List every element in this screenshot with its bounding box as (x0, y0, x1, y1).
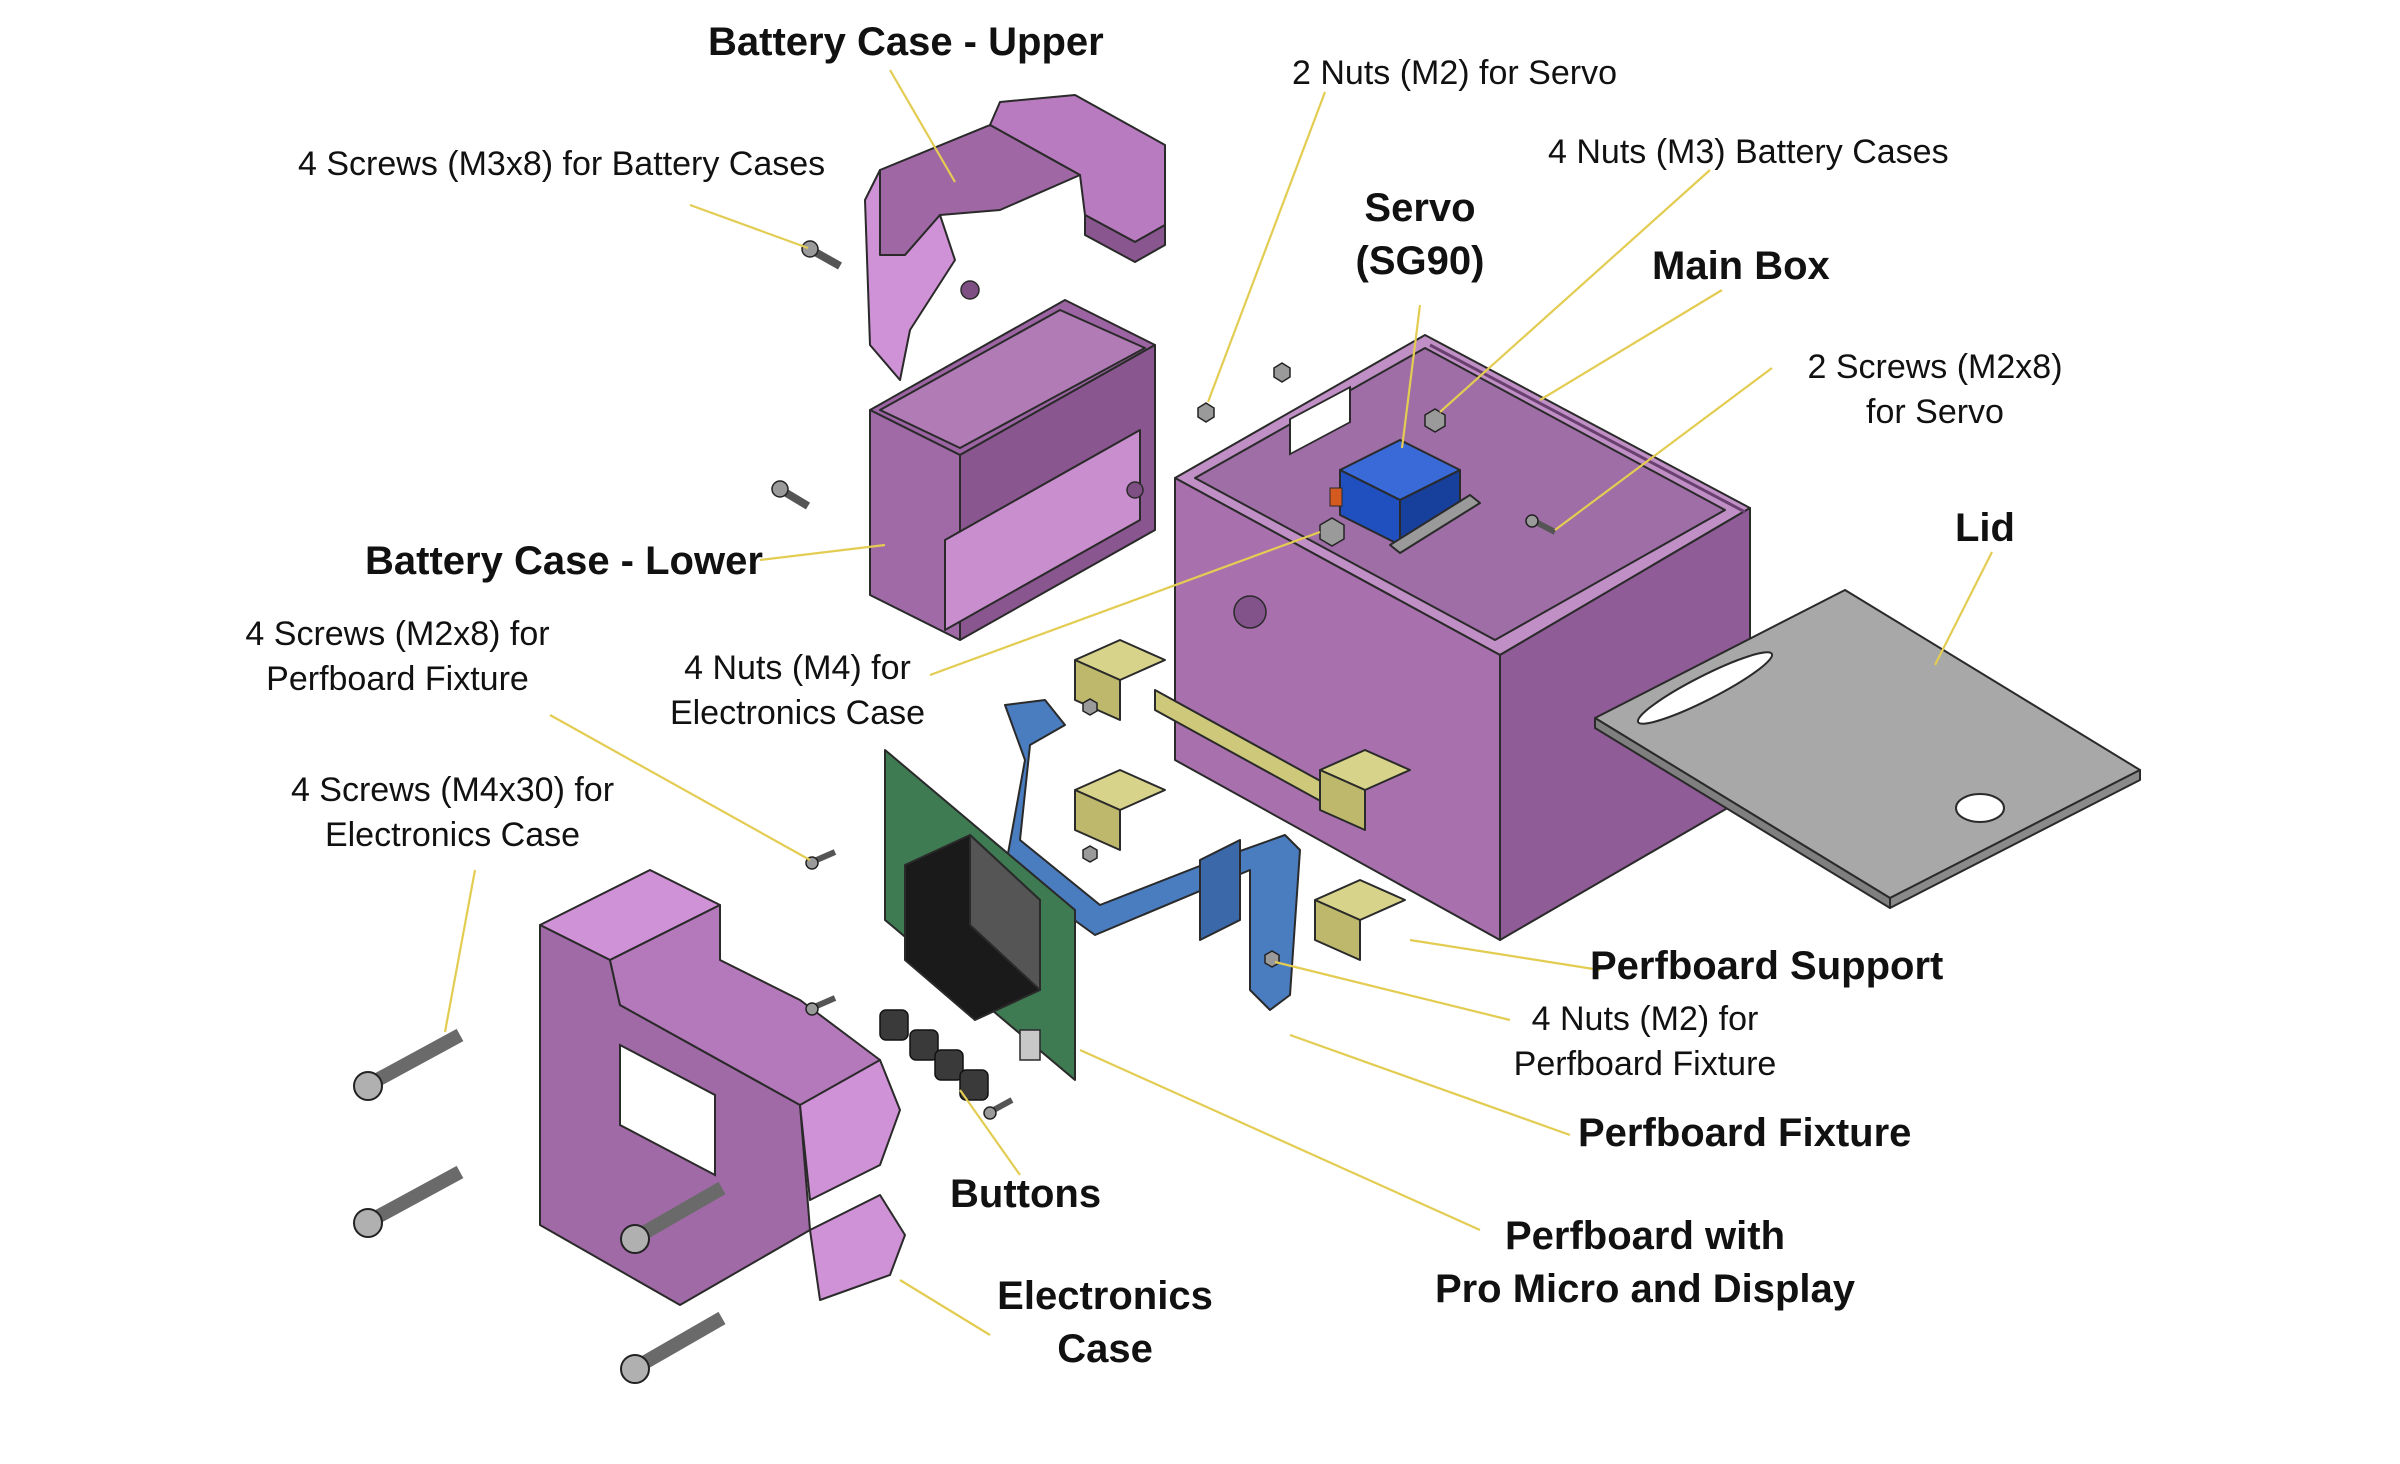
label-servo-line2: (SG90) (1355, 238, 1485, 283)
label-perfboard-support: Perfboard Support (1590, 944, 1944, 988)
label-perfboard-with-line1: Perfboard with (1504, 1214, 1786, 1258)
label-electronics-case-line2: Case (1057, 1326, 1153, 1371)
label-perfboard-with-line2: Pro Micro and Display (1434, 1266, 1856, 1311)
nut-m4 (1319, 517, 1345, 547)
label-screws-m4x30: 4 Screws (M4x30) for Electronics Case (270, 768, 635, 858)
label-main-box: Main Box (1652, 244, 1830, 288)
screw-m3x8-b (771, 480, 811, 510)
nut-m2-servo-a (1197, 402, 1215, 423)
leader-lines (443, 69, 1993, 1336)
hardware (353, 240, 1557, 1384)
label-nuts-m2-perf: 4 Nuts (M2) for Perfboard Fixture (1490, 997, 1800, 1087)
screw-m2x8-servo (1525, 514, 1557, 535)
label-nuts-m3: 4 Nuts (M3) Battery Cases (1548, 133, 1949, 171)
label-electronics-case: Electronics Case (985, 1270, 1225, 1376)
screw-m2x8-perf-a (805, 849, 837, 870)
screw-m4x30-b (353, 1165, 464, 1238)
label-screws-m2x8-servo: 2 Screws (M2x8) for Servo (1770, 345, 2100, 435)
perfboard-with-pro-micro-and-display (884, 749, 1076, 1081)
label-nuts-m2-servo: 2 Nuts (M2) for Servo (1292, 54, 1617, 92)
label-nuts-m2-perf-line2: Perfboard Fixture (1513, 1044, 1777, 1083)
label-electronics-case-line1: Electronics (997, 1274, 1213, 1318)
label-screws-m2x8-perf-line1: 4 Screws (M2x8) for (245, 615, 550, 653)
label-servo-line1: Servo (1364, 186, 1476, 230)
label-screws-m2x8-perf-line2: Perfboard Fixture (266, 659, 529, 698)
label-servo: Servo (SG90) (1335, 182, 1505, 288)
nut-m2-servo-b (1273, 362, 1291, 383)
label-screws-m2x8-servo-line2: for Servo (1866, 392, 2004, 431)
label-screws-m4x30-line1: 4 Screws (M4x30) for (290, 771, 615, 809)
perfboard-fixture (1004, 699, 1301, 1011)
label-screws-m4x30-line2: Electronics Case (324, 815, 581, 854)
label-nuts-m4-line2: Electronics Case (669, 693, 926, 732)
label-nuts-m4-line1: 4 Nuts (M4) for (684, 649, 911, 687)
label-screws-m2x8-perf: 4 Screws (M2x8) for Perfboard Fixture (225, 612, 570, 702)
nut-m2-perf-c (1264, 950, 1280, 968)
screw-m4x30-c (620, 1181, 726, 1254)
label-perfboard-fixture: Perfboard Fixture (1578, 1111, 1912, 1155)
screw-m3x8-a (801, 240, 842, 270)
label-screws-m3x8: 4 Screws (M3x8) for Battery Cases (298, 145, 826, 183)
nut-m2-perf-b (1082, 845, 1098, 863)
label-screws-m2x8-servo-line1: 2 Screws (M2x8) (1807, 348, 2063, 386)
label-nuts-m4: 4 Nuts (M4) for Electronics Case (655, 646, 940, 736)
battery-case-upper (864, 94, 1166, 381)
screw-m2x8-perf-c (983, 1097, 1014, 1120)
nut-m2-perf-a (1082, 698, 1098, 716)
label-buttons: Buttons (950, 1172, 1102, 1216)
electronics-case (539, 869, 906, 1306)
battery-case-lower (869, 299, 1156, 641)
servo-sg90 (1329, 439, 1481, 554)
label-perfboard-with: Perfboard with Pro Micro and Display (1425, 1210, 1865, 1316)
label-battery-case-lower: Battery Case - Lower (365, 539, 763, 583)
lid (1594, 589, 2141, 909)
screw-m4x30-d (620, 1311, 726, 1384)
label-battery-case-upper: Battery Case - Upper (708, 20, 1104, 64)
screw-m2x8-perf-b (805, 995, 837, 1016)
label-lid: Lid (1955, 506, 2015, 550)
screw-m4x30-a (353, 1028, 464, 1101)
nut-m3 (1424, 408, 1446, 433)
label-nuts-m2-perf-line1: 4 Nuts (M2) for (1531, 1000, 1759, 1038)
buttons (879, 1009, 989, 1101)
